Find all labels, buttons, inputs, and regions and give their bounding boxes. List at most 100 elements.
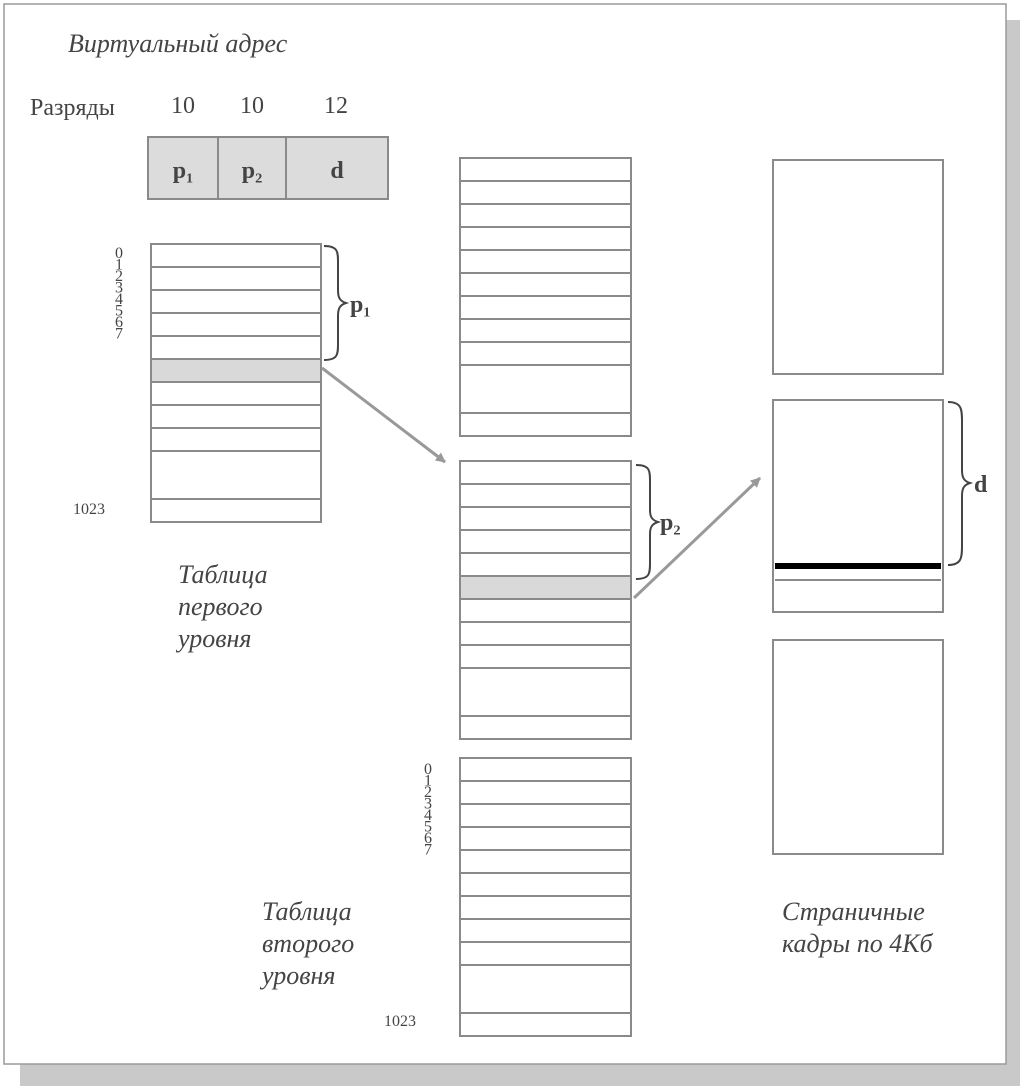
- arrow-to-page-frame: [632, 476, 762, 600]
- first-level-table-row: [150, 381, 322, 406]
- caption-first-level: Таблица первого уровня: [175, 560, 268, 653]
- second-level-table-upper-row: [459, 412, 632, 437]
- second-level-table-middle-row: [459, 621, 632, 646]
- first-level-table-row: [150, 243, 322, 268]
- page-frame-2: [772, 399, 944, 613]
- second-level-index-label: 5: [424, 819, 432, 836]
- brace-p1-label: p₁: [350, 292, 371, 318]
- caption-frames: Страничные кадры по 4Кб: [782, 897, 934, 958]
- brace-p2: [635, 464, 662, 580]
- second-level-table-lower-row: [459, 849, 632, 874]
- second-level-index-label: 3: [424, 796, 432, 813]
- second-level-table-middle-row: [459, 460, 632, 485]
- second-level-table-lower-row: [459, 757, 632, 782]
- second-level-table-upper-row: [459, 341, 632, 366]
- second-level-table-lower-row: [459, 941, 632, 966]
- second-level-table-upper-row: [459, 295, 632, 320]
- second-level-table-middle-row: [459, 667, 632, 717]
- first-level-last-index: 1023: [73, 501, 105, 518]
- second-level-index-label: 1: [424, 773, 432, 790]
- first-level-index-label: 6: [115, 314, 123, 331]
- bits-width-p2: 10: [240, 93, 264, 119]
- caption-first-level-line-2: первого: [178, 592, 263, 621]
- first-level-table-row: [150, 404, 322, 429]
- second-level-index-label: 0: [424, 761, 432, 778]
- second-level-table-lower-row: [459, 872, 632, 897]
- second-level-table-lower-row: [459, 964, 632, 1014]
- second-level-table-lower-row: [459, 918, 632, 943]
- second-level-index-label: 7: [424, 842, 432, 859]
- first-level-index-label: 5: [115, 303, 123, 320]
- brace-p1: [323, 245, 350, 361]
- brace-p2-label: p₂: [660, 510, 681, 536]
- diagram-title: Виртуальный адрес: [68, 29, 288, 58]
- first-level-table-row: [150, 335, 322, 360]
- second-level-table-middle-row: [459, 598, 632, 623]
- first-level-index-label: 0: [115, 245, 123, 262]
- bits-width-d: 12: [324, 93, 348, 119]
- field-p2-label: p₂: [242, 158, 263, 184]
- brace-d-label: d: [974, 472, 988, 498]
- second-level-table-lower-row: [459, 1012, 632, 1037]
- page-frames: [772, 159, 944, 855]
- page-frame-1: [772, 159, 944, 375]
- second-level-table-lower-row: [459, 826, 632, 851]
- second-level-index-label: 2: [424, 784, 432, 801]
- field-d-label: d: [330, 158, 344, 184]
- first-level-index-label: 4: [115, 291, 123, 308]
- first-level-index-label: 3: [115, 280, 123, 297]
- bits-label: Разряды: [30, 95, 115, 121]
- second-level-table-lower-row: [459, 780, 632, 805]
- second-level-table-upper-row: [459, 226, 632, 251]
- first-level-table-row: [150, 289, 322, 314]
- second-level-table-middle-row: [459, 644, 632, 669]
- second-level-table-middle-row: [459, 552, 632, 577]
- second-level-index-label: 4: [424, 807, 432, 824]
- caption-first-level-line-1: Таблица: [178, 560, 268, 589]
- virtual-address-fields: p₁ p₂ d: [147, 136, 389, 200]
- second-level-table-upper-row: [459, 249, 632, 274]
- caption-second-level-line-2: второго: [262, 929, 354, 958]
- caption-frames-line-2: кадры по 4Кб: [782, 929, 934, 958]
- first-level-table-row: [150, 427, 322, 452]
- second-level-table-lower-row: [459, 895, 632, 920]
- first-level-table-row: [150, 312, 322, 337]
- page-frame-3: [772, 639, 944, 855]
- second-level-table-middle-row: [459, 483, 632, 508]
- caption-frames-line-1: Страничные: [782, 897, 925, 926]
- first-level-index-label: 1: [115, 257, 123, 274]
- second-level-table-middle-row: [459, 529, 632, 554]
- second-level-table-middle-row: [459, 506, 632, 531]
- field-p1-box: [147, 136, 219, 200]
- second-level-table-middle: [459, 460, 632, 740]
- second-level-last-index: 1023: [384, 1013, 416, 1030]
- caption-second-level-line-3: уровня: [259, 961, 335, 990]
- first-level-table-row: [150, 358, 322, 383]
- first-level-index-label: 7: [115, 326, 123, 343]
- first-level-table-row: [150, 266, 322, 291]
- field-p1-label: p₁: [173, 158, 194, 184]
- bits-width-p1: 10: [171, 93, 195, 119]
- second-level-table-lower: [459, 757, 632, 1037]
- first-level-table-row: [150, 450, 322, 500]
- second-level-table-middle-row: [459, 715, 632, 740]
- arrow-to-second-level: [321, 366, 446, 464]
- second-level-table-upper-row: [459, 157, 632, 182]
- first-level-table: [150, 243, 322, 523]
- brace-d: [947, 401, 974, 566]
- second-level-table-upper: [459, 157, 632, 437]
- second-level-table-upper-row: [459, 318, 632, 343]
- second-level-table-middle-row: [459, 575, 632, 600]
- first-level-table-row: [150, 498, 322, 523]
- second-level-index-label: 6: [424, 830, 432, 847]
- field-d-box: [285, 136, 389, 200]
- caption-second-level: Таблица второго уровня: [259, 897, 354, 990]
- first-level-index-label: 2: [115, 268, 123, 285]
- field-p2-box: [217, 136, 287, 200]
- caption-first-level-line-3: уровня: [175, 624, 251, 653]
- second-level-table-upper-row: [459, 203, 632, 228]
- caption-second-level-line-1: Таблица: [262, 897, 352, 926]
